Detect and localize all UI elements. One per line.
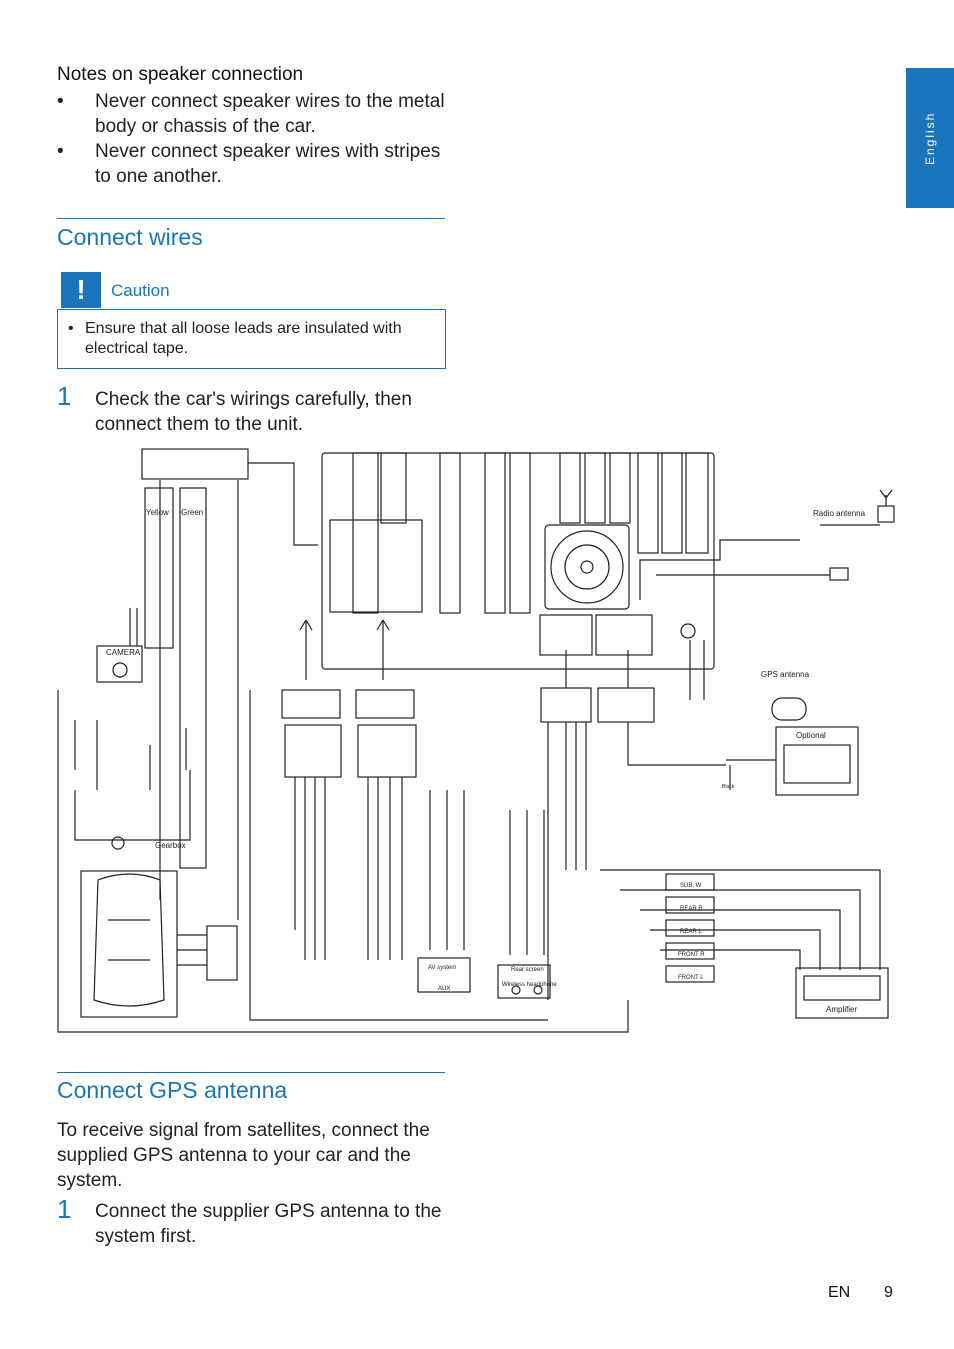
language-tab-label: English — [923, 111, 937, 165]
label-front-l: FRONT L — [678, 975, 704, 981]
step-text: Connect the supplier GPS antenna to the … — [95, 1201, 442, 1247]
label-sub-w: SUB. W — [680, 883, 702, 889]
caution-icon: ! — [61, 272, 101, 308]
front-r-output — [665, 942, 715, 960]
notes-bullet-1: • Never connect speaker wires to the met… — [57, 89, 457, 139]
rear-r-output — [665, 896, 715, 914]
av-connector — [540, 687, 592, 723]
optional-tv-tuner — [775, 726, 859, 796]
step-number: 1 — [57, 1194, 72, 1224]
cooling-fan — [544, 524, 630, 610]
wiring-diagram: Yellow Green CAMERA Gearbox Radio antenn… — [57, 448, 895, 1033]
label-camera: CAMERA — [106, 648, 141, 657]
iso-plug-top — [141, 448, 249, 480]
label-front-r: FRONT R — [678, 952, 705, 958]
gps-antenna-device — [771, 697, 807, 721]
aux-av-system — [417, 957, 471, 993]
harness-plug — [206, 925, 238, 981]
amplifier-device — [795, 967, 889, 1019]
page-number: 9 — [884, 1284, 893, 1301]
label-gps-antenna: GPS antenna — [761, 670, 810, 679]
footer-language: EN — [828, 1284, 851, 1301]
rear-l-output — [665, 919, 715, 937]
section-divider — [57, 218, 445, 219]
caution-item-text: Ensure that all loose leads are insulate… — [85, 320, 402, 357]
notes-bullet-text: Never connect speaker wires to the metal… — [95, 91, 445, 137]
section-divider — [57, 1072, 445, 1073]
connect-gps-title: Connect GPS antenna — [57, 1077, 288, 1103]
rear-connector-right — [595, 614, 653, 656]
bullet-symbol: • — [57, 141, 64, 162]
label-yellow: Yellow — [146, 508, 169, 517]
adapter-plug-left — [281, 689, 341, 719]
front-l-output — [665, 965, 715, 983]
rear-screen — [497, 964, 551, 999]
radio-antenna-plug — [877, 505, 895, 523]
connect-wires-title: Connect wires — [57, 224, 203, 250]
adapter-plug-right — [355, 689, 415, 719]
label-optional: Optional — [796, 731, 826, 740]
iso-connector-socket — [329, 519, 423, 613]
label-green: Green — [181, 508, 203, 517]
label-av-system: AV system — [428, 965, 456, 971]
language-tab — [906, 68, 954, 208]
label-wireless-headphone: Wireless headphone — [502, 982, 557, 988]
notes-bullet-2: • Never connect speaker wires with strip… — [57, 139, 457, 189]
caution-label: Caution — [111, 281, 170, 300]
bullet-symbol: • — [68, 320, 74, 337]
label-black: Black — [722, 784, 735, 790]
notes-heading: Notes on speaker connection — [57, 64, 304, 85]
label-rear-screen: Rear screen — [511, 967, 544, 973]
notes-bullet-text: Never connect speaker wires with stripes… — [95, 141, 441, 187]
label-radio-antenna: Radio antenna — [813, 509, 866, 518]
car-illustration — [80, 870, 178, 1018]
label-rear-r: REAR R — [680, 906, 703, 912]
caution-box — [57, 309, 446, 369]
label-aux: AUX — [438, 986, 450, 992]
label-rear-l: REAR L — [680, 929, 702, 935]
rear-connector-left — [539, 614, 593, 656]
label-amplifier: Amplifier — [826, 1005, 857, 1014]
step-text: Check the car's wirings carefully, then … — [95, 389, 412, 435]
camera-device — [96, 645, 143, 683]
label-gearbox: Gearbox — [155, 841, 186, 850]
gps-paragraph: To receive signal from satellites, conne… — [57, 1120, 430, 1191]
step-number: 1 — [57, 381, 72, 411]
bullet-symbol: • — [57, 91, 64, 112]
speaker-connector — [597, 687, 655, 723]
